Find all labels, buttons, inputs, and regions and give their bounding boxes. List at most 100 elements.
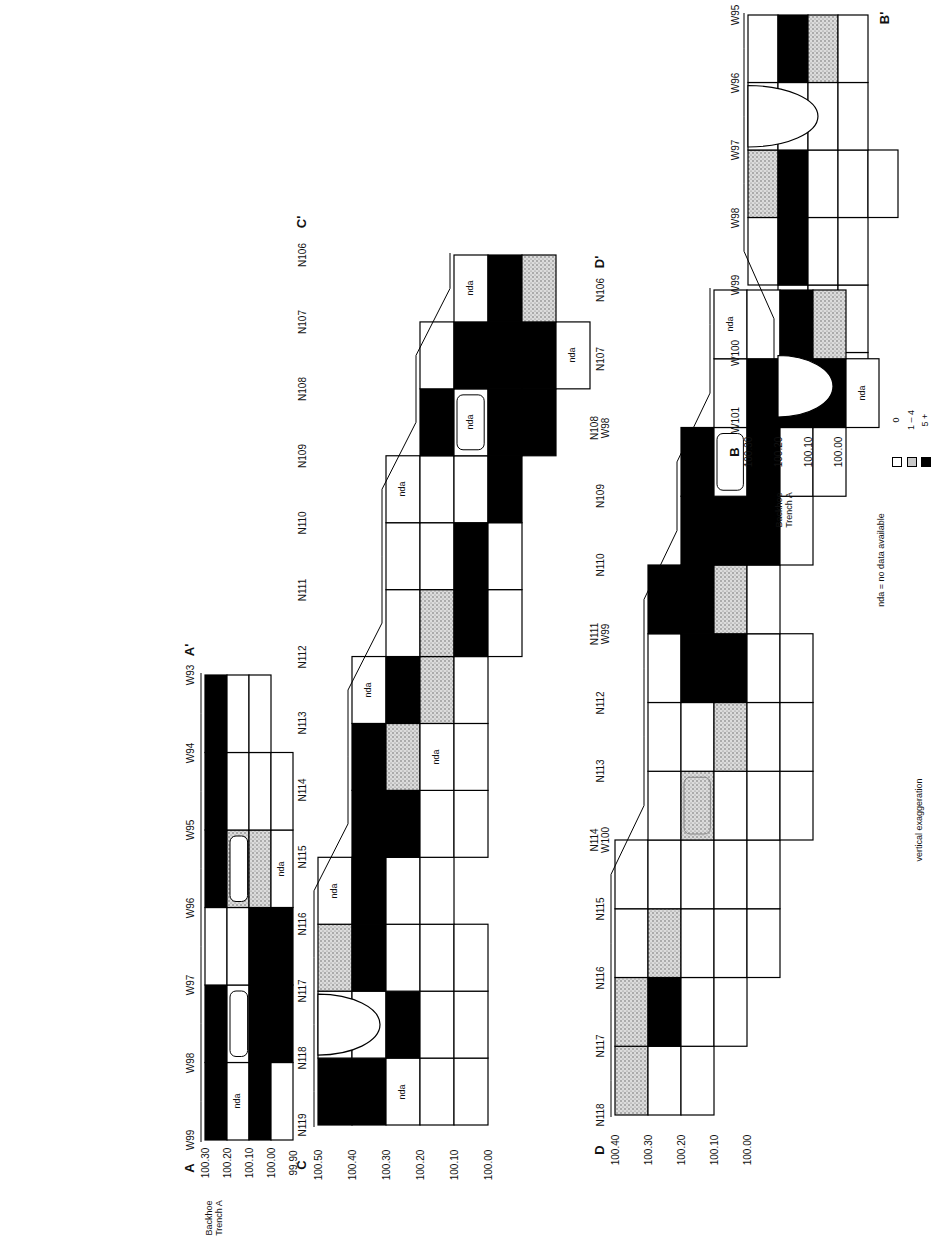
profile-label: N116 — [595, 962, 606, 994]
level-cell — [205, 675, 227, 753]
profile-label: D' — [593, 256, 607, 268]
profile-label: W94 — [185, 742, 196, 763]
profile-label: N115 — [595, 893, 606, 925]
level-cell — [488, 590, 522, 657]
level-cell — [205, 753, 227, 831]
profile-label: W93 — [185, 665, 196, 686]
level-cell — [747, 634, 780, 703]
profile-label: N109 — [297, 444, 308, 468]
level-cell — [648, 703, 681, 772]
level-cell — [352, 1058, 386, 1125]
profile-label: 100.10 — [244, 1148, 255, 1179]
level-cell — [780, 290, 813, 359]
profile-label: N112 — [595, 687, 606, 719]
level-cell — [420, 991, 454, 1058]
level-cell — [386, 991, 420, 1058]
level-cell — [714, 634, 747, 703]
level-cell — [681, 978, 714, 1047]
level-cell — [808, 218, 838, 286]
level-cell — [352, 790, 386, 857]
level-cell — [681, 565, 714, 634]
legend-swatch — [921, 457, 931, 467]
level-cell — [747, 909, 780, 978]
level-cell — [747, 359, 780, 428]
profile-label: 100.10 — [709, 1135, 720, 1166]
level-cell — [846, 359, 879, 428]
level-cell — [249, 753, 271, 831]
profile-label: N108 — [297, 377, 308, 401]
level-cell — [249, 908, 271, 986]
level-cell — [386, 857, 420, 924]
level-cell — [615, 909, 648, 978]
level-cell — [681, 634, 714, 703]
level-cell — [714, 565, 747, 634]
level-cell — [778, 218, 808, 286]
level-cell — [205, 908, 227, 986]
level-cell — [813, 290, 846, 359]
level-cell — [454, 991, 488, 1058]
level-cell — [271, 908, 293, 986]
level-cell — [648, 771, 681, 840]
profile-label: 100.30 — [200, 1148, 211, 1179]
level-cell — [748, 150, 778, 218]
feature-outline — [717, 434, 743, 491]
level-cell — [838, 150, 868, 218]
level-cell — [681, 840, 714, 909]
level-cell — [227, 675, 249, 753]
profile-label: 100.50 — [313, 1150, 324, 1181]
level-cell — [681, 496, 714, 565]
level-cell — [420, 857, 454, 924]
level-cell — [838, 218, 868, 286]
level-cell — [386, 590, 420, 657]
level-cell — [747, 840, 780, 909]
profile-label: N114 — [297, 779, 308, 802]
profile-label: 100.20 — [415, 1150, 426, 1181]
level-cell — [747, 290, 780, 359]
level-cell — [420, 924, 454, 991]
level-cell — [714, 909, 747, 978]
level-cell — [681, 909, 714, 978]
ground-surface — [611, 288, 710, 1117]
level-cell — [778, 150, 808, 218]
level-cell — [249, 675, 271, 753]
level-cell — [352, 723, 386, 790]
level-cell — [386, 523, 420, 590]
profile-label: Backhoe Trench A — [205, 1193, 225, 1243]
profile-label: N107 — [297, 310, 308, 334]
profile-label: nda — [330, 883, 340, 898]
profile-label: nda — [398, 482, 408, 497]
profile-label: N111 W99 — [589, 618, 611, 650]
profile-label: 100.00 — [833, 437, 844, 468]
profile-label: W98 — [730, 207, 741, 228]
profile-label: N113 — [595, 755, 606, 787]
level-cell — [778, 15, 808, 83]
level-cell — [747, 771, 780, 840]
level-cell — [747, 703, 780, 772]
profile-label: N108 W98 — [589, 412, 611, 444]
level-cell — [454, 590, 488, 657]
level-cell — [615, 978, 648, 1047]
ground-surface — [744, 13, 774, 422]
profile-label: nda — [466, 281, 476, 296]
level-cell — [386, 1058, 420, 1125]
level-cell — [747, 565, 780, 634]
level-cell — [648, 1046, 681, 1115]
level-cell — [780, 428, 813, 497]
level-cell — [714, 978, 747, 1047]
profile-label: 100.40 — [610, 1135, 621, 1166]
profile-label: 100.00 — [742, 1135, 753, 1166]
level-cell — [868, 150, 898, 218]
level-cell — [488, 255, 522, 322]
level-cell — [420, 723, 454, 790]
level-cell — [386, 657, 420, 724]
legend-swatch — [907, 457, 917, 467]
level-cell — [454, 523, 488, 590]
level-cell — [714, 703, 747, 772]
level-cell — [227, 985, 249, 1063]
level-cell — [780, 771, 813, 840]
level-cell — [454, 322, 488, 389]
level-cell — [454, 389, 488, 456]
level-cell — [615, 1046, 648, 1115]
level-cell — [352, 857, 386, 924]
level-cell — [454, 255, 488, 322]
